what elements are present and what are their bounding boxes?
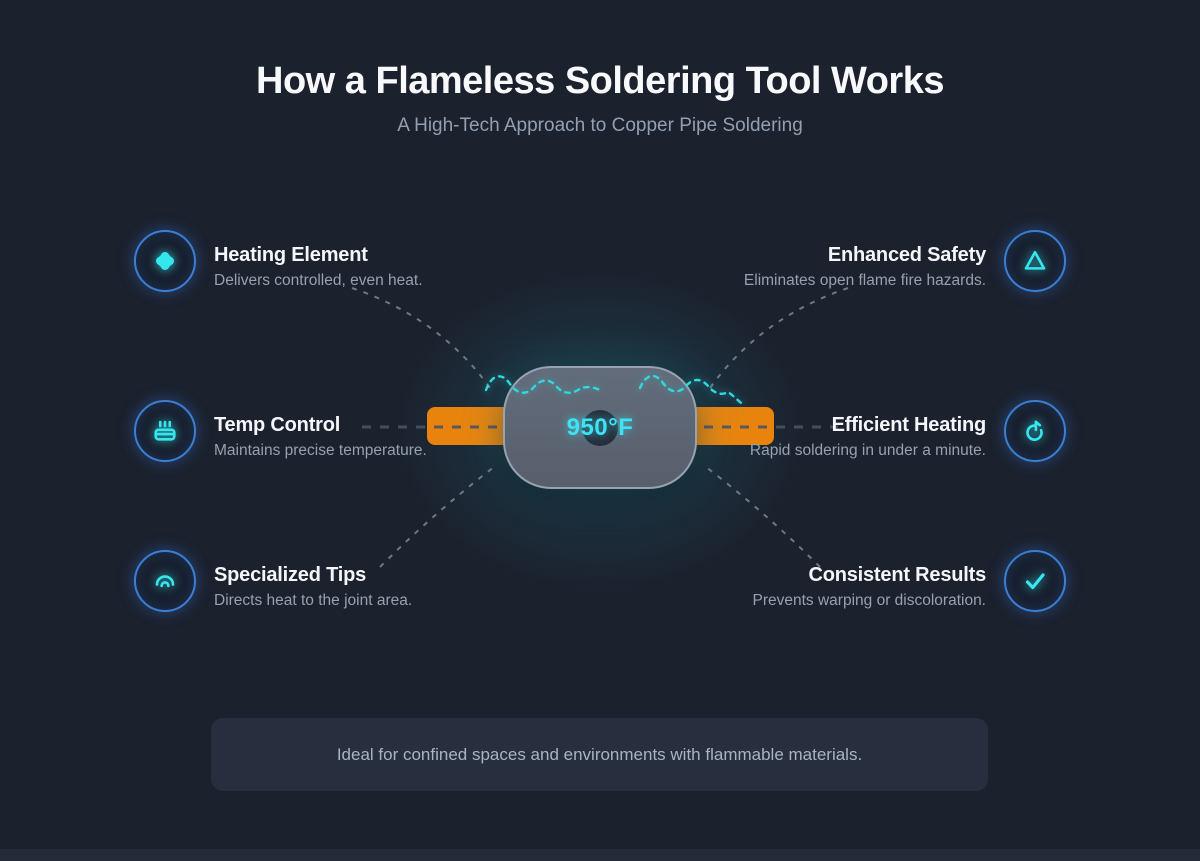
feature-desc: Maintains precise temperature. [214,442,427,459]
feature-title: Enhanced Safety [827,244,986,266]
temp-control-icon [134,400,196,462]
feature-consistent-results: Consistent Results Prevents warping or d… [753,550,1066,612]
feature-desc: Prevents warping or discoloration. [752,592,986,609]
soldering-device: 950°F [503,366,697,489]
feature-efficient-heating: Efficient Heating Rapid soldering in und… [750,400,1066,462]
page-subtitle: A High-Tech Approach to Copper Pipe Sold… [397,115,803,136]
feature-title: Efficient Heating [831,414,987,436]
consistent-results-icon [1004,550,1066,612]
feature-temp-control: Temp Control Maintains precise temperatu… [134,400,427,462]
efficient-heating-icon [1004,400,1066,462]
feature-enhanced-safety: Enhanced Safety Eliminates open flame fi… [744,230,1066,292]
feature-specialized-tips: Specialized Tips Directs heat to the joi… [134,550,412,612]
feature-title: Consistent Results [808,564,986,586]
feature-title: Temp Control [214,414,341,436]
footer-note: Ideal for confined spaces and environmen… [336,744,863,764]
feature-desc: Delivers controlled, even heat. [214,272,423,289]
feature-title: Heating Element [214,244,368,266]
feature-desc: Eliminates open flame fire hazards. [743,272,986,289]
feature-heating-element: Heating Element Delivers controlled, eve… [134,230,423,292]
footer-note-banner: Ideal for confined spaces and environmen… [211,718,988,791]
temperature-readout: 950°F [566,413,634,441]
enhanced-safety-icon [1004,230,1066,292]
heating-element-icon [134,230,196,292]
specialized-tips-icon [134,550,196,612]
page-title: How a Flameless Soldering Tool Works [256,60,944,102]
bottom-strip [0,849,1200,861]
feature-desc: Directs heat to the joint area. [214,592,413,609]
feature-title: Specialized Tips [214,564,367,586]
header: How a Flameless Soldering Tool Works A H… [0,60,1200,137]
feature-desc: Rapid soldering in under a minute. [749,442,986,459]
